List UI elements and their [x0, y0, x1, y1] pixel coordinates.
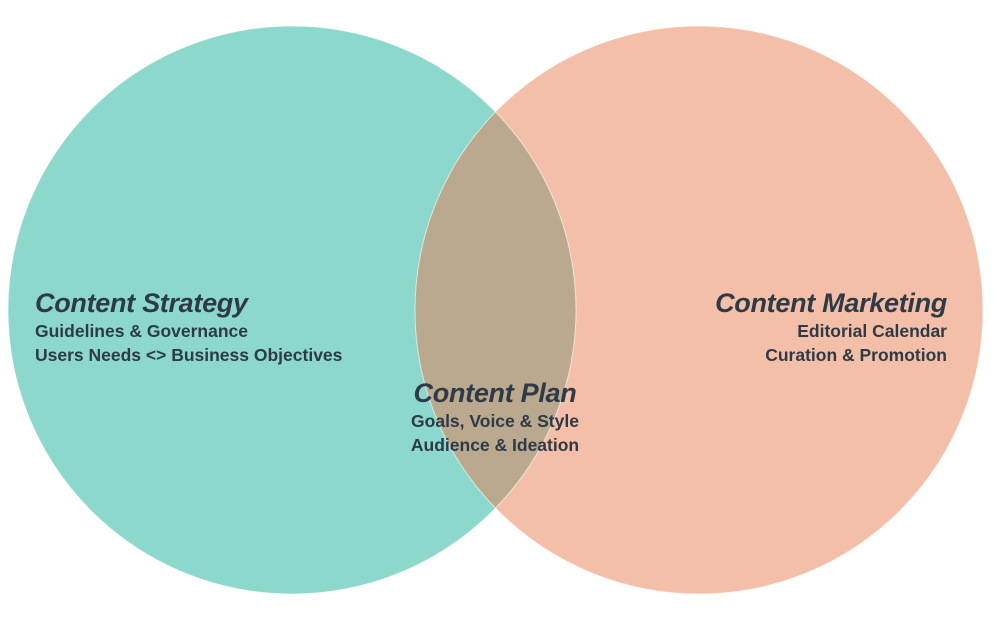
content-marketing-circle: [415, 26, 983, 594]
content-marketing-line-2: Curation & Promotion: [765, 345, 947, 365]
content-plan-title: Content Plan: [413, 378, 577, 408]
content-marketing-label: Content Marketing Editorial Calendar Cur…: [715, 287, 947, 367]
content-strategy-title: Content Strategy: [35, 288, 248, 318]
content-strategy-label: Content Strategy Guidelines & Governance…: [35, 287, 342, 367]
content-plan-label: Content Plan Goals, Voice & Style Audien…: [411, 377, 579, 457]
content-plan-line-1: Goals, Voice & Style: [411, 411, 579, 431]
circle-outline-right: [414, 25, 984, 595]
content-strategy-line-2: Users Needs <> Business Objectives: [35, 345, 343, 365]
content-strategy-line-1: Guidelines & Governance: [35, 321, 248, 341]
circle-outline-left: [7, 25, 577, 595]
content-marketing-title: Content Marketing: [715, 288, 947, 318]
content-plan-line-2: Audience & Ideation: [410, 435, 580, 455]
content-marketing-line-1: Editorial Calendar: [797, 321, 947, 341]
content-strategy-circle: [8, 26, 576, 594]
